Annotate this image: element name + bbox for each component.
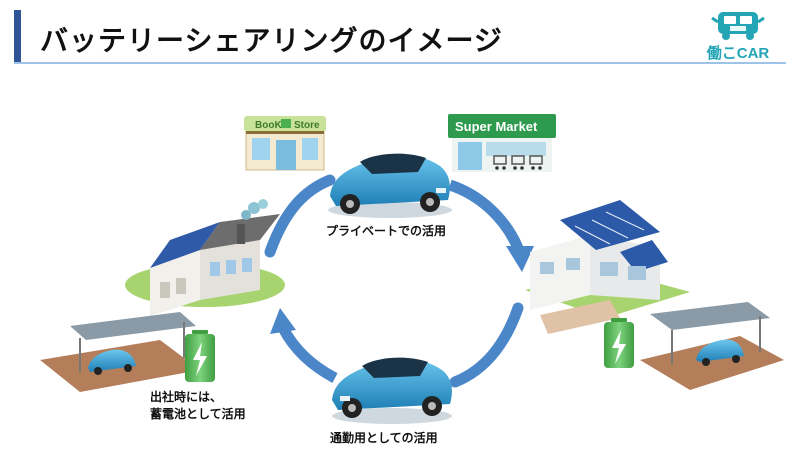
bookstore-sign-right: Store bbox=[294, 120, 320, 131]
title-bar: バッテリーシェアリングのイメージ bbox=[14, 10, 686, 62]
label-office-use: 出社時には、 蓄電池として活用 bbox=[150, 389, 246, 423]
arrow-top-left bbox=[264, 174, 336, 258]
bookstore-sign-left: BooK bbox=[255, 120, 282, 131]
car-private-illustration bbox=[328, 153, 452, 218]
label-private-use: プライベートでの活用 bbox=[326, 224, 447, 238]
office-carport-illustration bbox=[40, 312, 215, 392]
battery-icon-right bbox=[604, 318, 634, 368]
title-accent-bar bbox=[14, 10, 21, 62]
logo-text: 働こCAR bbox=[706, 45, 770, 62]
arrow-top-right bbox=[448, 179, 524, 251]
label-office-line1: 出社時には、 bbox=[150, 390, 223, 404]
car-logo-icon bbox=[711, 12, 765, 40]
house-illustration bbox=[525, 200, 690, 334]
arrow-bottom-right bbox=[449, 302, 524, 388]
office-building-illustration bbox=[125, 199, 285, 316]
label-commute-use: 通勤用としての活用 bbox=[330, 431, 438, 445]
battery-icon-left bbox=[185, 330, 215, 382]
cycle-arrows bbox=[264, 174, 534, 388]
arrow-bottom-left bbox=[278, 325, 338, 383]
supermarket-illustration: Super Market bbox=[448, 114, 556, 172]
brand-logo: 働こCAR bbox=[700, 6, 776, 62]
page-title: バッテリーシェアリングのイメージ bbox=[40, 24, 503, 57]
label-office-line2: 蓄電池として活用 bbox=[150, 407, 246, 421]
battery-sharing-diagram: BooK Store Super Market bbox=[40, 114, 784, 424]
bookstore-illustration: BooK Store bbox=[244, 116, 326, 171]
arrow-head-left bbox=[270, 308, 296, 334]
supermarket-sign: Super Market bbox=[455, 119, 538, 134]
home-carport-illustration bbox=[604, 302, 784, 390]
car-commute-illustration bbox=[332, 357, 452, 424]
arrow-head-right bbox=[506, 246, 534, 272]
title-underline bbox=[14, 62, 786, 64]
